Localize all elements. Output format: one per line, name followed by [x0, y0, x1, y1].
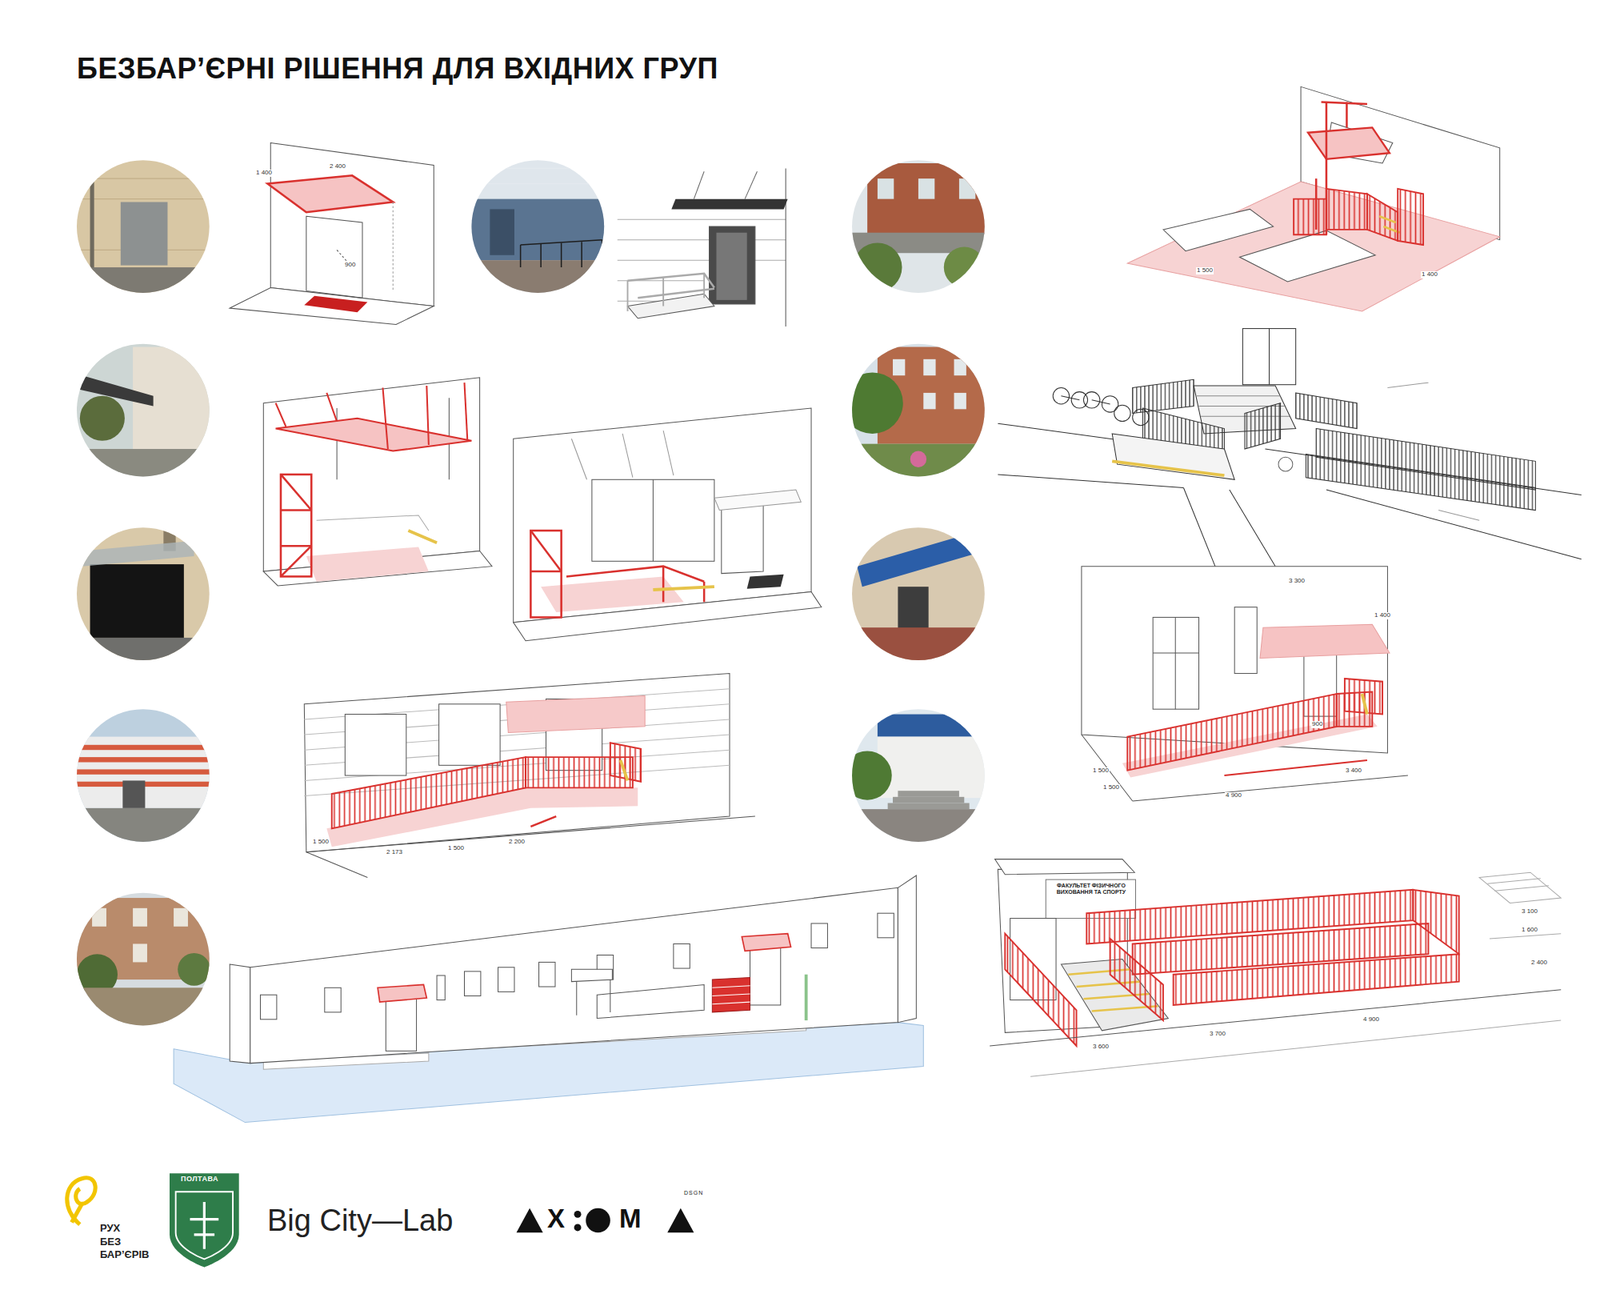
dimension-label: 2 173 — [385, 848, 404, 856]
dimension-label: 900 — [344, 261, 356, 269]
logo-text: БАР’ЄРІВ — [100, 1248, 149, 1260]
dimension-label: 3 400 — [1344, 767, 1363, 775]
dimension-label: 1 400 — [255, 169, 273, 177]
page-title: БЕЗБАР’ЄРНІ РІШЕННЯ ДЛЯ ВХІДНИХ ГРУП — [76, 52, 719, 85]
logo-letter: X — [547, 1204, 565, 1233]
crest-text: ПОЛТАВА — [180, 1175, 219, 1184]
dimension-label: 1 500 — [1196, 267, 1214, 275]
dimension-label: 2 200 — [508, 838, 526, 846]
logo-text: БЕЗ — [100, 1236, 121, 1248]
dimension-label: 1 400 — [1373, 612, 1392, 620]
dimension-label: 4 900 — [1362, 1016, 1380, 1024]
dimension-label: 2 400 — [328, 163, 347, 171]
logo-text: РУХ — [100, 1222, 120, 1234]
dimension-label: 1 500 — [447, 844, 465, 852]
dimension-label: 4 900 — [1224, 792, 1243, 800]
dimension-label: 1 500 — [1092, 767, 1110, 775]
dimension-label: 3 300 — [1288, 577, 1306, 585]
dimension-label: 3 100 — [1520, 908, 1539, 916]
dimension-label: 900 — [1311, 720, 1324, 728]
logo-text: DSGN — [684, 1189, 704, 1196]
building-sign: ФАКУЛЬТЕТ ФІЗИЧНОГО ВИХОВАННЯ ТА СПОРТУ — [1048, 882, 1134, 896]
dimension-label: 1 600 — [1520, 926, 1539, 934]
dimension-label: 1 500 — [1102, 784, 1120, 792]
dimension-label: 3 600 — [1092, 1043, 1110, 1051]
dimension-label: 2 400 — [1530, 959, 1548, 967]
dimension-label: 3 700 — [1208, 1030, 1227, 1038]
logo-letter: M — [619, 1204, 642, 1233]
dimension-label: 1 400 — [1420, 271, 1439, 279]
dimension-label: 1 500 — [312, 838, 330, 846]
logo-text: Big City—Lab — [267, 1204, 453, 1238]
